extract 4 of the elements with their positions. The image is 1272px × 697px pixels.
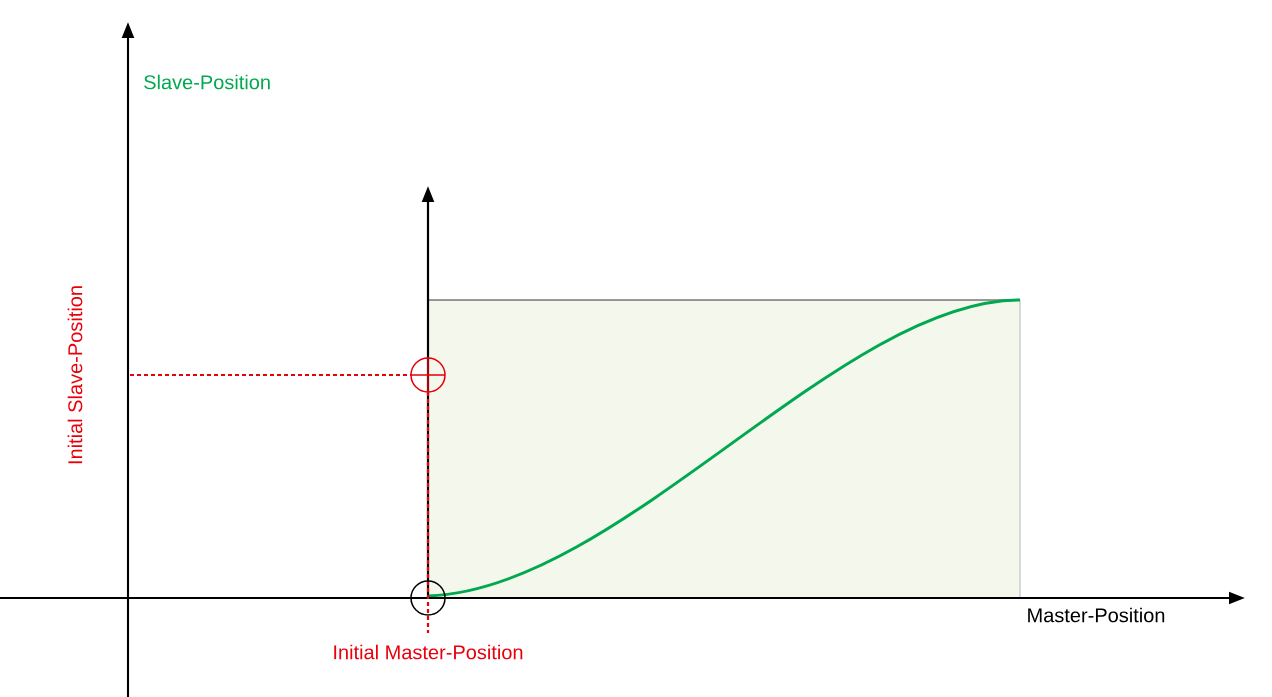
axis-label: Initial Slave-Position [67, 286, 83, 464]
axis-label: Initial Master-Position [334, 644, 523, 660]
axis-label: Master-Position [1028, 607, 1165, 623]
axis-label: Slave-Position [144, 74, 270, 90]
